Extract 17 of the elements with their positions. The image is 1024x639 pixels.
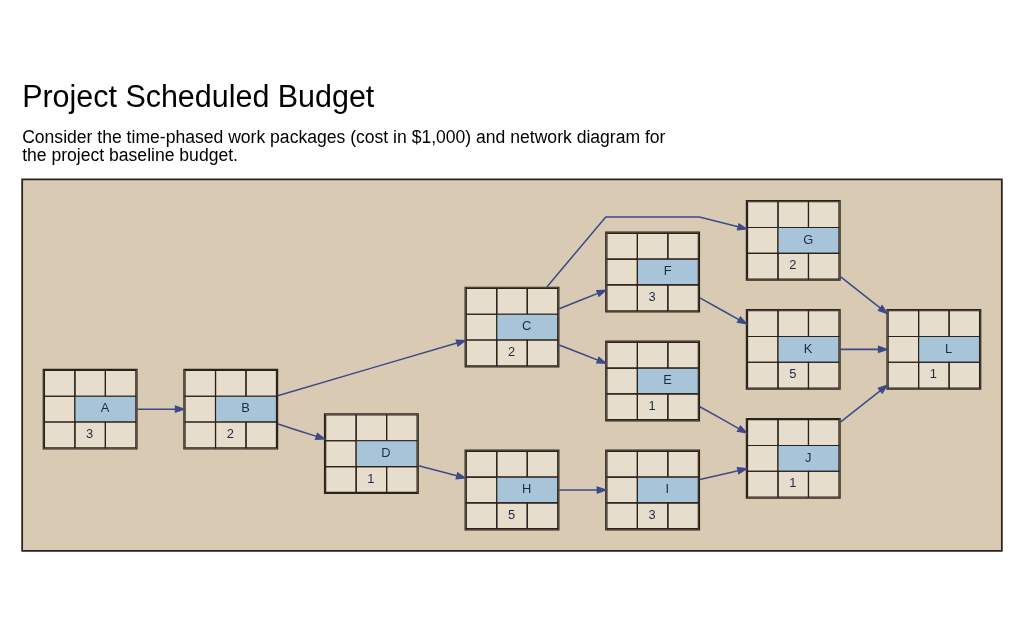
arrow bbox=[136, 405, 187, 414]
arrow bbox=[839, 275, 889, 315]
arrow bbox=[839, 384, 889, 423]
arrow bbox=[546, 216, 749, 288]
arrow bbox=[558, 344, 608, 364]
arrow bbox=[699, 297, 749, 325]
cluster bbox=[21, 178, 1003, 552]
arrow bbox=[417, 465, 468, 480]
arrow bbox=[558, 486, 608, 494]
arrow bbox=[558, 289, 608, 310]
diagram-title: Project Scheduled Budget bbox=[22, 78, 375, 113]
arrow bbox=[839, 345, 890, 354]
arrow bbox=[699, 467, 749, 481]
arrow bbox=[276, 339, 468, 397]
caption: Consider the time-phased work packages (cost in $1,000) and network diagram for the project baseline budget. bbox=[22, 127, 666, 165]
arrow bbox=[699, 406, 749, 434]
arrow bbox=[277, 423, 327, 440]
